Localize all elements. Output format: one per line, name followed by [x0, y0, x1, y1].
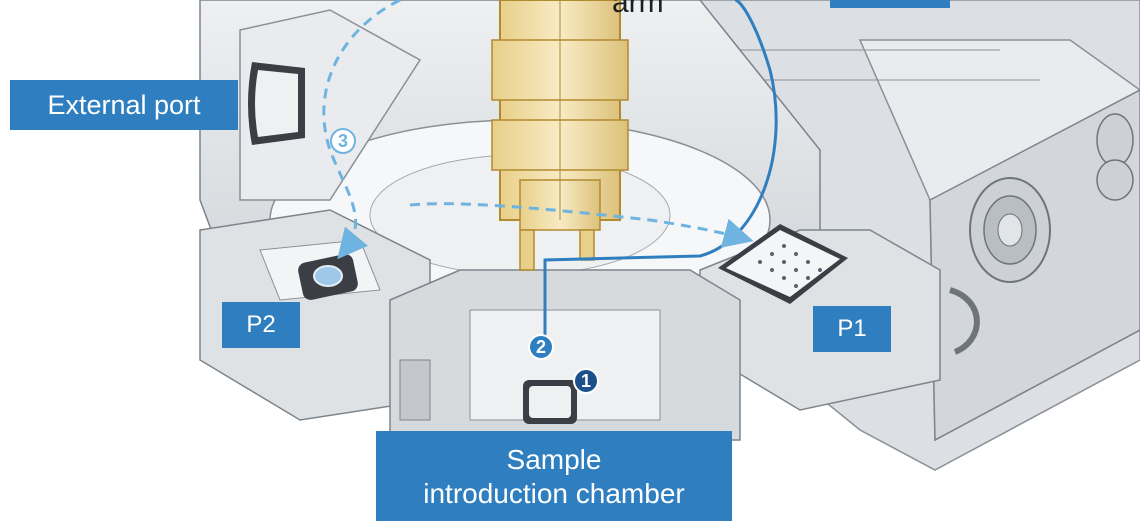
step-1-marker: 1 — [573, 368, 599, 394]
sample-introduction-chamber-label: Sample introduction chamber — [376, 431, 732, 521]
sample-label-line1: Sample — [506, 444, 602, 475]
p2-label: P2 — [222, 302, 300, 348]
handle — [949, 287, 980, 355]
flange-top-right — [1096, 113, 1134, 201]
transfer-arm — [491, 0, 629, 271]
rotation-path-right — [409, 202, 754, 248]
transfer-chamber-diagram — [199, 0, 1140, 471]
p2-sample-holder — [298, 254, 358, 300]
arm-label: arm — [612, 0, 664, 19]
flange — [969, 177, 1051, 283]
step-2-marker: 2 — [528, 334, 554, 360]
step-3-marker: 3 — [330, 128, 356, 154]
external-port-window — [248, 62, 305, 145]
rotation-path-left — [322, 0, 401, 260]
intro-sample-holder — [523, 380, 577, 424]
sample-label-line2: introduction chamber — [423, 478, 685, 509]
p1-sample-plate — [718, 224, 848, 304]
external-port-label: External port — [10, 80, 238, 130]
p1-label: P1 — [813, 306, 891, 352]
intro-chamber — [389, 269, 741, 441]
top-right-label-box — [830, 0, 950, 8]
